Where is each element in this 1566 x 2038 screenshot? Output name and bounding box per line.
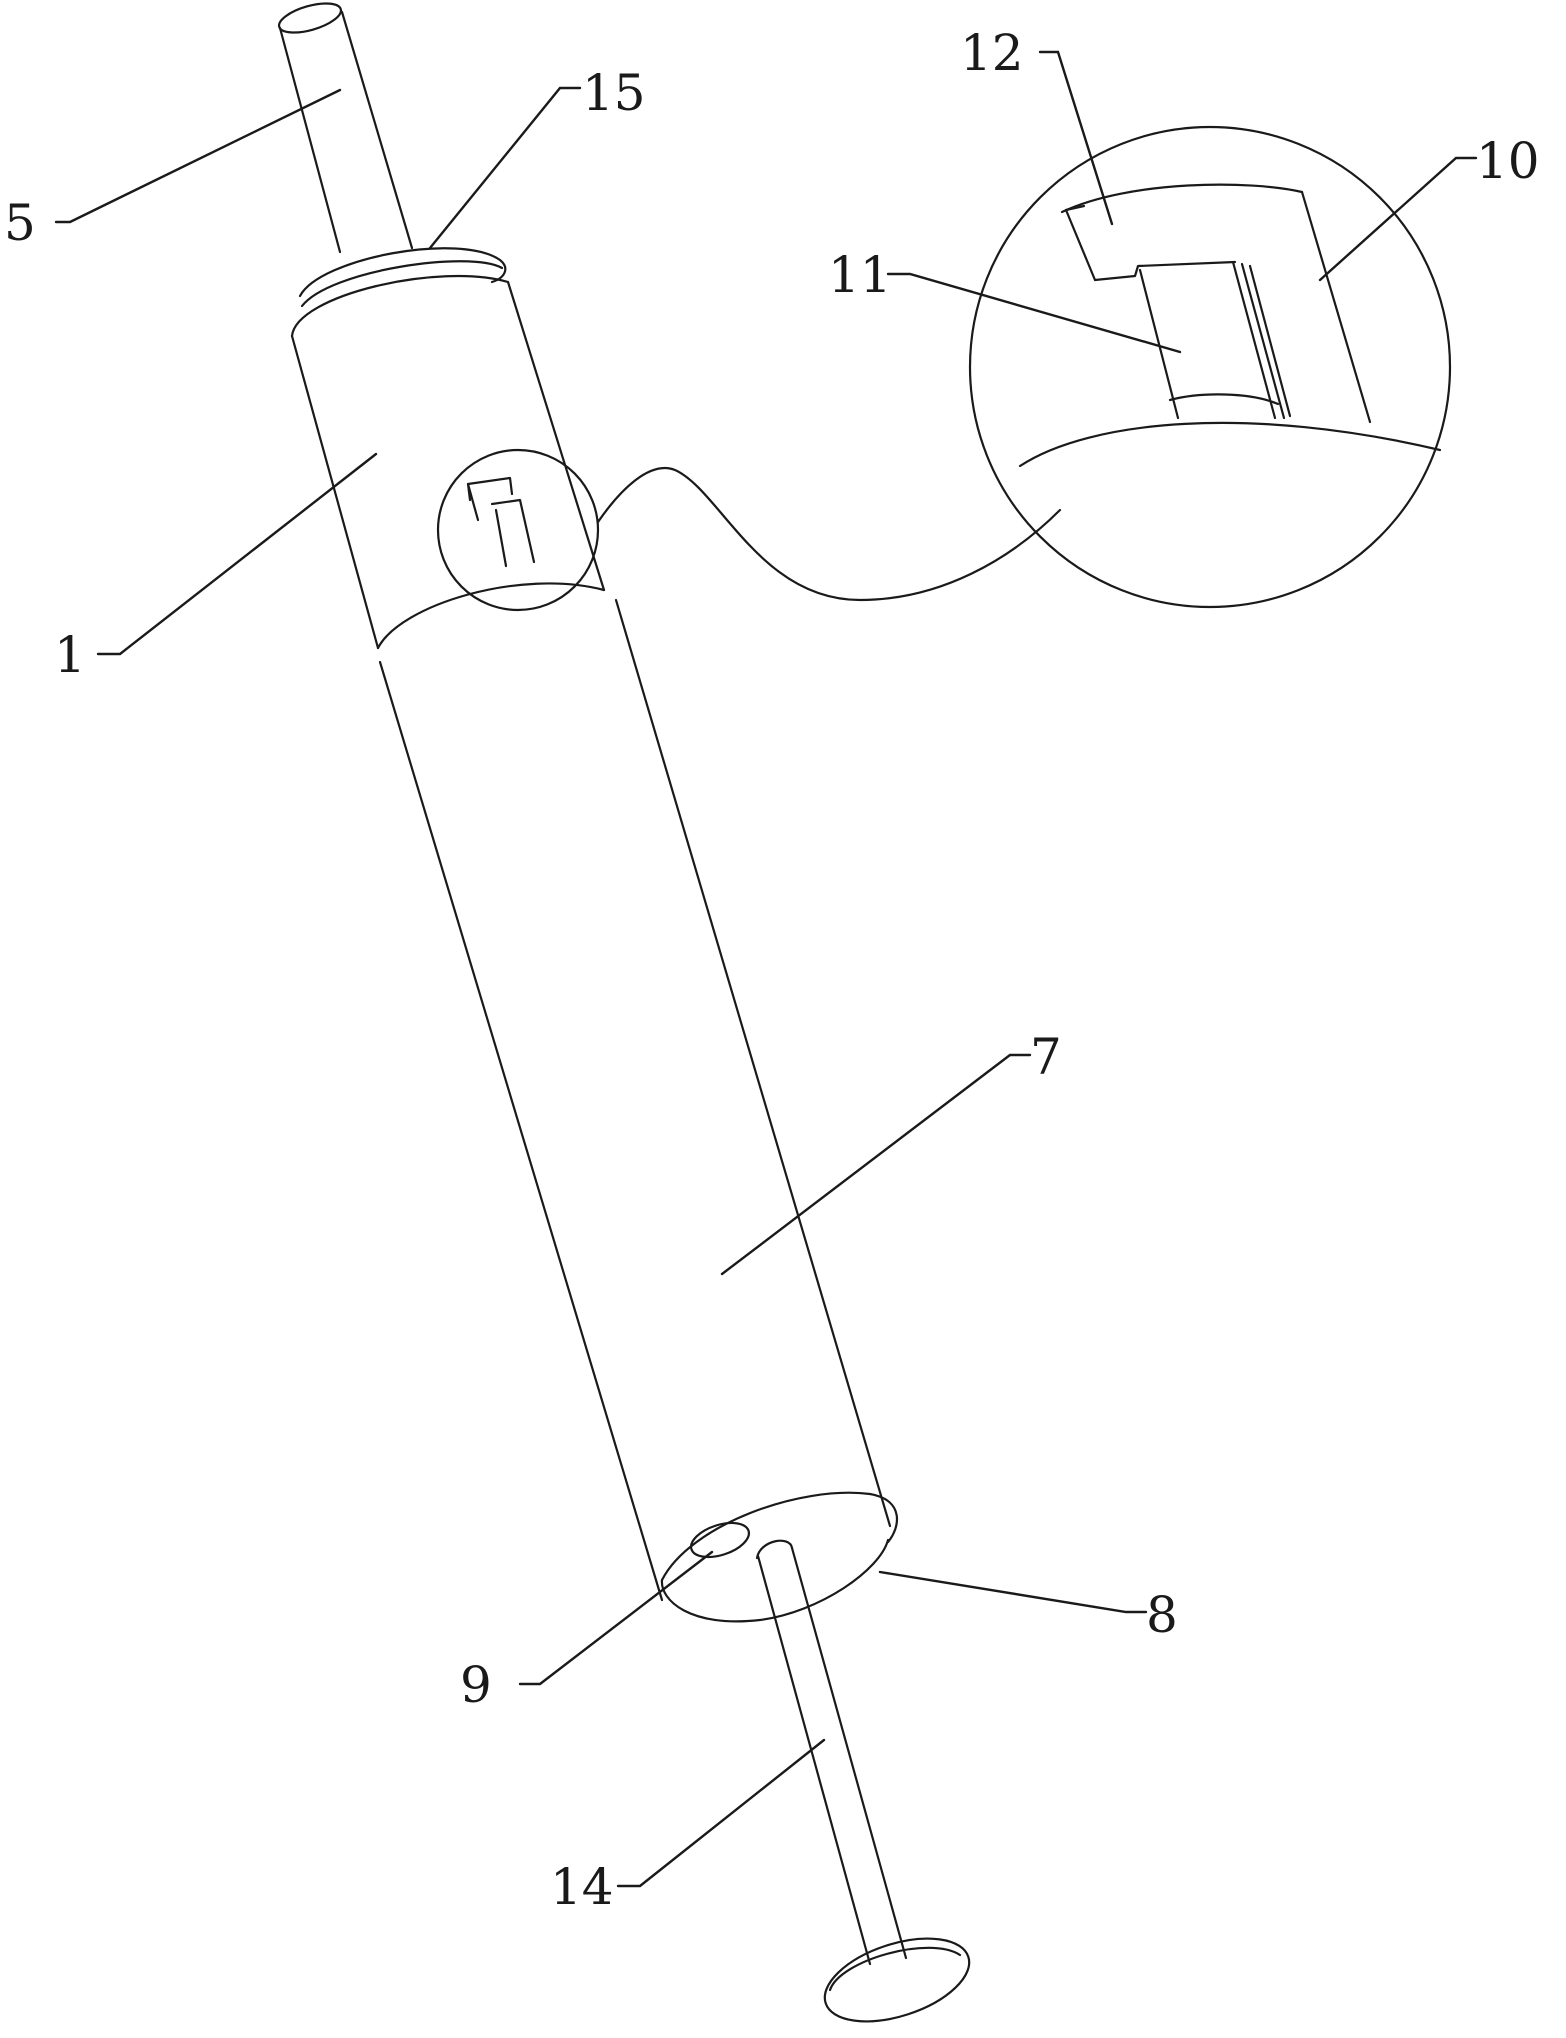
leader-5 — [54, 88, 342, 224]
cap-disc — [298, 247, 507, 308]
leader-11 — [886, 272, 1182, 354]
label-14: 14 — [550, 1858, 614, 1916]
label-8: 8 — [1146, 1586, 1178, 1644]
leader-12 — [1038, 50, 1114, 226]
hole — [689, 1521, 751, 1559]
label-1: 1 — [54, 626, 86, 684]
leader-lines — [54, 50, 1478, 1888]
upper-barrel — [290, 274, 606, 650]
label-12: 12 — [960, 24, 1024, 82]
magnified-detail — [968, 125, 1452, 609]
leader-15 — [428, 86, 582, 250]
leader-10 — [1318, 156, 1478, 282]
leader-7 — [720, 1053, 1032, 1276]
leader-1 — [96, 452, 378, 656]
detail-circle-small — [436, 448, 600, 612]
label-15: 15 — [582, 64, 646, 122]
leader-14 — [616, 1738, 826, 1888]
rod-foot — [823, 1937, 971, 2023]
bottom-end-face — [660, 1491, 899, 1623]
label-7: 7 — [1030, 1028, 1062, 1086]
leader-9 — [518, 1550, 714, 1686]
label-10: 10 — [1476, 132, 1540, 190]
label-11: 11 — [828, 246, 892, 304]
main-barrel — [376, 582, 892, 1602]
part-labels: 5 15 1 7 8 9 14 12 10 11 — [4, 24, 1540, 1916]
label-5: 5 — [4, 194, 36, 252]
top-rod — [277, 2, 414, 254]
lower-rod — [756, 1546, 971, 2023]
detail-connector-curve — [596, 467, 1062, 602]
label-9: 9 — [460, 1656, 492, 1714]
leader-8 — [878, 1570, 1148, 1614]
